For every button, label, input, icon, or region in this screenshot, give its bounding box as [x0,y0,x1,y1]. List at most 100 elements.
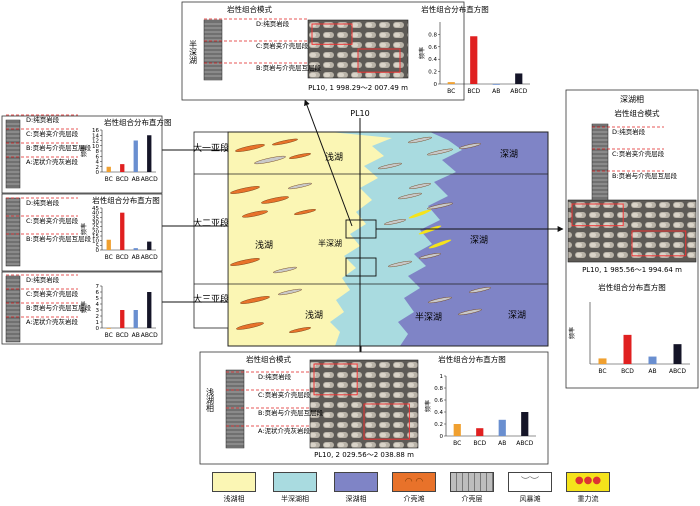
lithology-log [225,369,245,449]
deep-lake-zone [398,132,548,346]
x-tick-label: ABCD [141,254,158,261]
y-tick-label: 5 [96,243,100,249]
shell-lens [459,143,481,149]
bar-ABCD [521,412,529,436]
y-tick-label: 10 [92,144,99,150]
y-tick-label: 0.4 [428,57,437,63]
x-tick-label: AB [492,88,500,95]
bar-BC [453,424,461,436]
legend-swatch: ◠ ◠ [392,472,436,492]
bar-BCD [470,36,478,84]
x-tick-label: ABCD [510,88,527,95]
segment-label: D:纯页岩段 [26,275,60,284]
y-tick-label: 2 [96,314,100,320]
y-tick-label: 0 [440,434,444,440]
y-tick-label: 6 [96,154,100,160]
shell-lens [469,287,491,293]
y-tick-label: 12 [92,139,99,145]
shell-lens [388,260,412,268]
panel-mode-title: 岩性组合模式 [246,354,291,364]
bar-AB [492,84,500,85]
x-tick-label: BC [453,440,461,447]
x-tick-label: AB [498,440,506,447]
legend-swatch [334,472,378,492]
gravity-flow-lens [418,225,442,235]
bar-BC [447,82,455,84]
core-caption: PL10, 1 985.56～1 994.64 m [582,266,682,274]
shell-lens [294,209,316,215]
x-tick-label: BC [105,332,113,339]
x-tick-label: BC [105,254,113,261]
shell-lens [261,196,289,204]
y-tick-label: 0 [96,170,100,176]
y-tick-label: 0.8 [428,32,437,38]
shell-lens [419,253,441,259]
label-da1: 大一亚段 [193,142,229,154]
gravity-flow-lens [408,209,432,219]
shell-lens [240,296,270,304]
x-tick-label: ABCD [516,440,533,447]
y-tick-label: 1 [96,320,100,326]
core-caption: PL10, 1 998.29～2 007.49 m [308,84,408,92]
segment-label: D:纯页岩段 [26,115,60,124]
y-tick-label: 0 [96,326,100,332]
panel-chart-title: 岩性组合分布直方图 [421,4,489,14]
lithology-log [5,197,21,267]
legend-label: 介壳滩 [403,495,425,503]
legend-label: 半深湖相 [281,495,309,503]
shell-lens [289,153,311,159]
bar-BCD [120,164,125,172]
shell-lens [230,186,260,194]
bar-ABCD [147,292,152,328]
panel-chart-title: 岩性组合分布直方图 [598,282,666,292]
x-tick-label: BCD [473,440,486,447]
y-tick-label: 0.8 [434,386,443,392]
bar-BCD [623,334,632,364]
x-tick-label: BCD [621,368,634,375]
legend-label: 介壳层 [461,495,483,503]
y-axis-label: 频率 [568,327,576,339]
legend-swatch: ︶︶ [508,472,552,492]
facies-text: 深湖 [508,310,526,321]
segment-label: C:页岩夹介壳层段 [612,149,665,158]
shell-lens [398,192,422,200]
y-tick-label: 45 [92,206,99,212]
segment-label: D:纯页岩段 [256,19,290,28]
facies-text: 浅湖 [255,239,273,251]
shell-lens [289,327,311,333]
panel-top: 半深湖岩性组合模式岩性组合分布直方图PL10, 1 998.29～2 007.4… [181,1,489,101]
legend-swatch [212,472,256,492]
segment-label: D:纯页岩段 [612,127,646,136]
facies-text: 半深湖 [318,238,342,248]
legend-label: 深湖相 [345,495,367,503]
facies-text: 浅湖 [325,151,343,163]
shell-lens [235,144,265,152]
bar-BC [106,166,111,172]
panel-side-label: 浅湖相 [206,387,215,413]
shell-lens [254,155,286,165]
legend-item: 浅湖相 [204,472,264,504]
legend-item: 深湖相 [326,472,386,504]
y-tick-label: 7 [96,284,100,290]
bar-BC [106,328,111,329]
segment-label: C:页岩夹介壳层段 [26,216,79,225]
shell-lens [409,183,431,189]
x-tick-label: BCD [116,254,129,261]
bar-ABCD [147,135,152,172]
segment-label: C:页岩夹介壳层段 [258,390,311,399]
x-tick-label: BCD [116,176,129,183]
y-tick-label: 0.2 [434,422,443,428]
y-tick-label: 0.2 [428,70,437,76]
y-tick-label: 0 [434,82,438,88]
panel-bottom: 浅湖相岩性组合模式岩性组合分布直方图PL10, 2 029.56～2 038.8… [199,351,549,465]
y-tick-label: 8 [96,149,100,155]
x-tick-label: BC [105,176,113,183]
panel-side-label: 深湖相 [620,94,644,104]
x-tick-label: ABCD [141,332,158,339]
segment-label: C:页岩夹介壳层段 [26,129,79,138]
bar-ABCD [515,73,523,84]
